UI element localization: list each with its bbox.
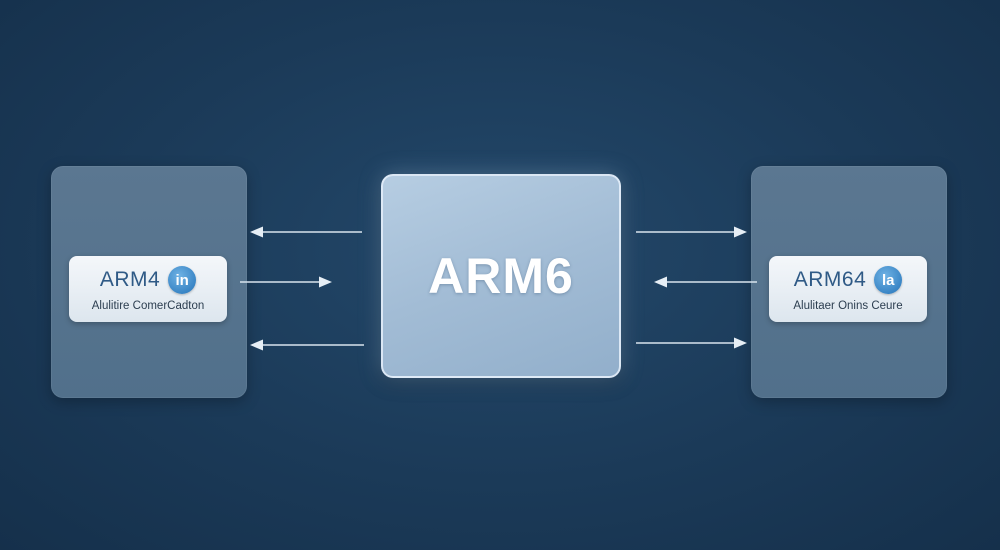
right-node-title-row: ARM64 la [769, 266, 927, 294]
right-panel: ARM64 la Alulitaer Onins Ceure [751, 166, 947, 398]
left-node-card: ARM4 in Alulitire ComerCadton [69, 256, 227, 322]
arrow-left-middle [240, 276, 332, 288]
right-badge-icon: la [874, 266, 903, 294]
arrow-right-middle [654, 276, 757, 288]
left-node-subtitle: Alulitire ComerCadton [91, 300, 205, 312]
left-badge-icon: in [168, 266, 197, 294]
center-block: ARM6 [381, 174, 621, 378]
right-node-card: ARM64 la Alulitaer Onins Ceure [769, 256, 927, 322]
left-node-title-row: ARM4 in [69, 266, 227, 294]
right-node-title: ARM64 [793, 268, 867, 291]
left-node-title: ARM4 [99, 268, 161, 291]
right-node-subtitle: Alulitaer Onins Ceure [793, 300, 903, 312]
arrow-left-bottom [250, 339, 364, 351]
arrow-right-bottom [636, 337, 747, 349]
arrow-left-top [250, 226, 362, 238]
center-title: ARM6 [428, 248, 574, 304]
left-panel: ARM4 in Alulitire ComerCadton [51, 166, 247, 398]
arrow-right-top [636, 226, 747, 238]
